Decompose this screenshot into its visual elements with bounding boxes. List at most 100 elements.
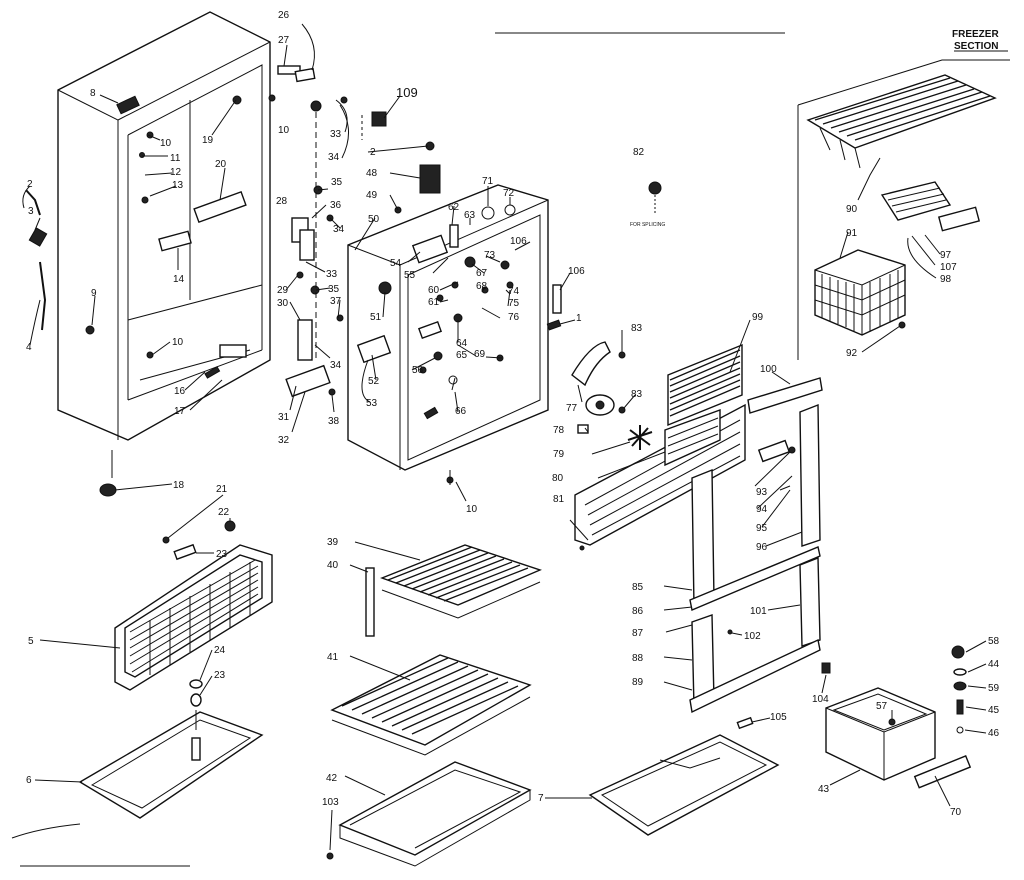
wire-shelf-lower xyxy=(330,654,532,756)
callout-31: 31 xyxy=(278,412,290,423)
callout-10: 10 xyxy=(278,125,290,136)
callout-82: 82 xyxy=(633,147,645,158)
callout-6: 6 xyxy=(26,775,32,786)
callout-5: 5 xyxy=(28,636,34,647)
callout-4: 4 xyxy=(26,342,32,353)
callout-60: 60 xyxy=(428,285,440,296)
divider-frame xyxy=(689,377,823,714)
cabinet-hardware xyxy=(25,94,276,497)
callout-19: 19 xyxy=(202,135,214,146)
callout-10: 10 xyxy=(160,138,172,149)
callout-38: 38 xyxy=(328,416,340,427)
callout-106: 106 xyxy=(568,266,585,277)
callout-39: 39 xyxy=(327,537,339,548)
callout-78: 78 xyxy=(553,425,565,436)
callout-37: 37 xyxy=(330,296,342,307)
footer-mark xyxy=(11,823,81,839)
callout-21: 21 xyxy=(216,484,228,495)
callout-35: 35 xyxy=(328,284,340,295)
callout-20: 20 xyxy=(215,159,227,170)
callout-51: 51 xyxy=(370,312,382,323)
callout-68: 68 xyxy=(476,281,488,292)
callout-62: 62 xyxy=(448,202,460,213)
callout-61: 61 xyxy=(428,297,440,308)
callout-76: 76 xyxy=(508,312,520,323)
callout-43: 43 xyxy=(818,784,830,795)
callout-49: 49 xyxy=(366,190,378,201)
callout-109: 109 xyxy=(396,85,418,100)
callout-66: 66 xyxy=(455,406,467,417)
evaporator-coil xyxy=(667,343,743,427)
callout-80: 80 xyxy=(552,473,564,484)
callout-50: 50 xyxy=(368,214,380,225)
callout-33: 33 xyxy=(330,129,342,140)
callout-32: 32 xyxy=(278,435,290,446)
callout-105: 105 xyxy=(770,712,787,723)
callout-81: 81 xyxy=(553,494,565,505)
callout-7: 7 xyxy=(538,793,544,804)
callout-57: 57 xyxy=(876,701,888,712)
callout-73: 73 xyxy=(484,250,496,261)
callout-12: 12 xyxy=(170,167,182,178)
callout-100: 100 xyxy=(760,364,777,375)
callout-87: 87 xyxy=(632,628,644,639)
callout-34: 34 xyxy=(330,360,342,371)
callout-18: 18 xyxy=(173,480,185,491)
callout-56: 56 xyxy=(412,365,424,376)
callout-27: 27 xyxy=(278,35,290,46)
callout-42: 42 xyxy=(326,773,338,784)
callout-36: 36 xyxy=(330,200,342,211)
crisper-cover xyxy=(326,761,532,867)
callout-30: 30 xyxy=(277,298,289,309)
meat-pan xyxy=(588,716,780,836)
callout-67: 67 xyxy=(476,268,488,279)
callout-10: 10 xyxy=(466,504,478,515)
callout-92: 92 xyxy=(846,348,858,359)
front-grille xyxy=(114,520,273,691)
callout-58: 58 xyxy=(988,636,1000,647)
callout-77: 77 xyxy=(566,403,578,414)
callout-55: 55 xyxy=(404,270,416,281)
compartment-liner xyxy=(347,141,549,485)
callout-79: 79 xyxy=(553,449,565,460)
callout-48: 48 xyxy=(366,168,378,179)
callout-labels: 8 10 11 12 13 19 20 14 2 3 4 9 10 16 17 … xyxy=(26,10,1000,818)
callout-71: 71 xyxy=(482,176,494,187)
hinge-brackets xyxy=(277,65,387,398)
callout-16: 16 xyxy=(174,386,186,397)
section-title-line2: SECTION xyxy=(954,41,998,52)
callout-74: 74 xyxy=(508,286,520,297)
callout-54: 54 xyxy=(390,258,402,269)
callout-29: 29 xyxy=(277,285,289,296)
callout-95: 95 xyxy=(756,523,768,534)
crisper-drawer xyxy=(821,662,972,789)
callout-97: 97 xyxy=(940,250,952,261)
splicing-note: FOR SPLICING xyxy=(630,222,665,228)
callout-59: 59 xyxy=(988,683,1000,694)
callout-1: 1 xyxy=(576,313,582,324)
callout-75: 75 xyxy=(508,298,520,309)
callout-33: 33 xyxy=(326,269,338,280)
callout-52: 52 xyxy=(368,376,380,387)
callout-46: 46 xyxy=(988,728,1000,739)
callout-53: 53 xyxy=(366,398,378,409)
callout-72: 72 xyxy=(503,188,515,199)
callout-9: 9 xyxy=(91,288,97,299)
fan-motor-assembly xyxy=(571,341,653,450)
wire-shelf-upper xyxy=(365,544,542,637)
callout-35: 35 xyxy=(331,177,343,188)
callout-88: 88 xyxy=(632,653,644,664)
callout-2: 2 xyxy=(27,179,33,190)
callout-23: 23 xyxy=(216,549,228,560)
callout-93: 93 xyxy=(756,487,768,498)
section-title-line1: FREEZER xyxy=(952,29,999,40)
callout-34: 34 xyxy=(333,224,345,235)
callout-44: 44 xyxy=(988,659,1000,670)
evaporator-cover xyxy=(574,403,746,551)
callout-13: 13 xyxy=(172,180,184,191)
roller-assembly xyxy=(951,645,967,734)
callout-83: 83 xyxy=(631,323,643,334)
callout-85: 85 xyxy=(632,582,644,593)
callout-96: 96 xyxy=(756,542,768,553)
